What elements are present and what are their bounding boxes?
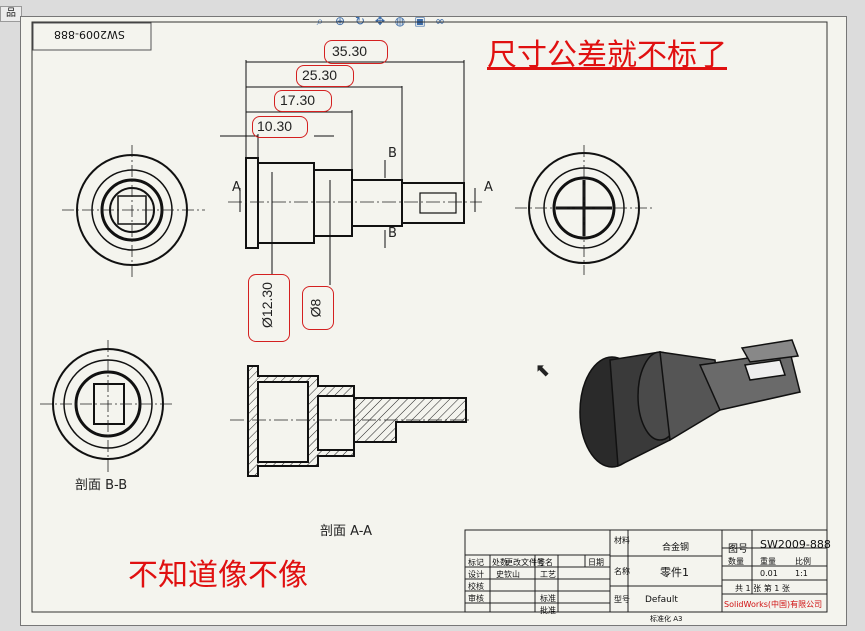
dim-highlight-1 xyxy=(324,40,388,64)
dim-highlight-2 xyxy=(296,65,354,87)
tb-bottom-note: 标准化 A3 xyxy=(650,615,683,623)
section-mark-b-top: B xyxy=(388,146,397,161)
tb-designer: 史钦山 xyxy=(496,570,520,579)
tb-h-date: 日期 xyxy=(588,558,604,567)
tb-row-review: 审核 xyxy=(468,594,484,603)
tb-row-mark: 标记 xyxy=(468,558,484,567)
view-toolbar: ⌕ ⊕ ↻ ✥ ◍ ▣ ∞ xyxy=(312,10,448,32)
pan-icon[interactable]: ✥ xyxy=(374,14,386,28)
tb-row-design: 设计 xyxy=(468,570,484,579)
tb-company: SolidWorks(中国)有限公司 xyxy=(724,600,823,609)
rotate-icon[interactable]: ↻ xyxy=(354,14,366,28)
tb-process: 工艺 xyxy=(540,570,556,579)
section-mark-a-right: A xyxy=(484,180,493,195)
tb-part-name: 零件1 xyxy=(660,566,689,579)
tb-qty-label: 数量 xyxy=(728,557,744,566)
tree-tab[interactable]: 品 xyxy=(0,6,22,22)
tb-h-sign: 签名 xyxy=(537,558,553,567)
dim-highlight-6 xyxy=(302,286,334,330)
dim-35-30[interactable]: 35.30 xyxy=(332,43,368,59)
tb-scale-label: 比例 xyxy=(795,557,811,566)
zoom-area-icon[interactable]: ⊕ xyxy=(334,14,346,28)
annotation-top-note: 尺寸公差就不标了 xyxy=(487,38,727,73)
dim-17-30[interactable]: 17.30 xyxy=(280,92,316,108)
tb-model-label: 型号 xyxy=(614,595,630,604)
dim-highlight-5 xyxy=(248,274,290,342)
drawing-sheet[interactable] xyxy=(20,16,847,626)
dim-25-30[interactable]: 25.30 xyxy=(302,67,338,83)
tb-approve: 批准 xyxy=(540,606,556,615)
tb-drawing-no: SW2009-888 xyxy=(760,538,831,551)
annotation-bottom-note: 不知道像不像 xyxy=(128,558,308,593)
tb-drawing-no-label: 图号 xyxy=(728,544,748,555)
drawing-stamp: SW2009-888 xyxy=(54,28,125,41)
tb-weight-label: 重量 xyxy=(760,557,776,566)
tb-model: Default xyxy=(645,595,678,605)
hide-show-icon[interactable]: ◍ xyxy=(394,14,406,28)
zoom-fit-icon[interactable]: ⌕ xyxy=(316,14,324,28)
tb-material-label: 材料 xyxy=(614,536,630,545)
display-style-icon[interactable]: ▣ xyxy=(414,14,426,28)
tb-h-change: 更改文件号 xyxy=(505,558,545,567)
section-mark-a-left: A xyxy=(232,180,241,195)
dim-highlight-3 xyxy=(274,90,332,112)
section-aa-label: 剖面 A-A xyxy=(320,524,373,539)
mouse-cursor-icon: ⬉ xyxy=(535,360,551,381)
section-mark-b-bottom: B xyxy=(388,226,397,241)
dim-dia-12-30[interactable]: Ø12.30 xyxy=(258,282,275,328)
tb-weight: 0.01 xyxy=(760,569,778,578)
section-bb-label: 剖面 B-B xyxy=(75,478,128,493)
tb-h-count: 处数 xyxy=(492,558,508,567)
dim-10-30[interactable]: 10.30 xyxy=(257,118,293,134)
tb-sheet-info: 共 1 张 第 1 张 xyxy=(735,584,790,593)
view-orientation-icon[interactable]: ∞ xyxy=(435,14,445,28)
tb-standard: 标准 xyxy=(540,594,556,603)
dim-highlight-4 xyxy=(252,116,308,138)
dim-dia-8[interactable]: Ø8 xyxy=(307,298,324,318)
tb-row-check: 校核 xyxy=(468,582,484,591)
tb-scale: 1:1 xyxy=(795,569,808,578)
tb-name-label: 名称 xyxy=(614,567,630,576)
tb-material: 合金钢 xyxy=(662,543,690,553)
